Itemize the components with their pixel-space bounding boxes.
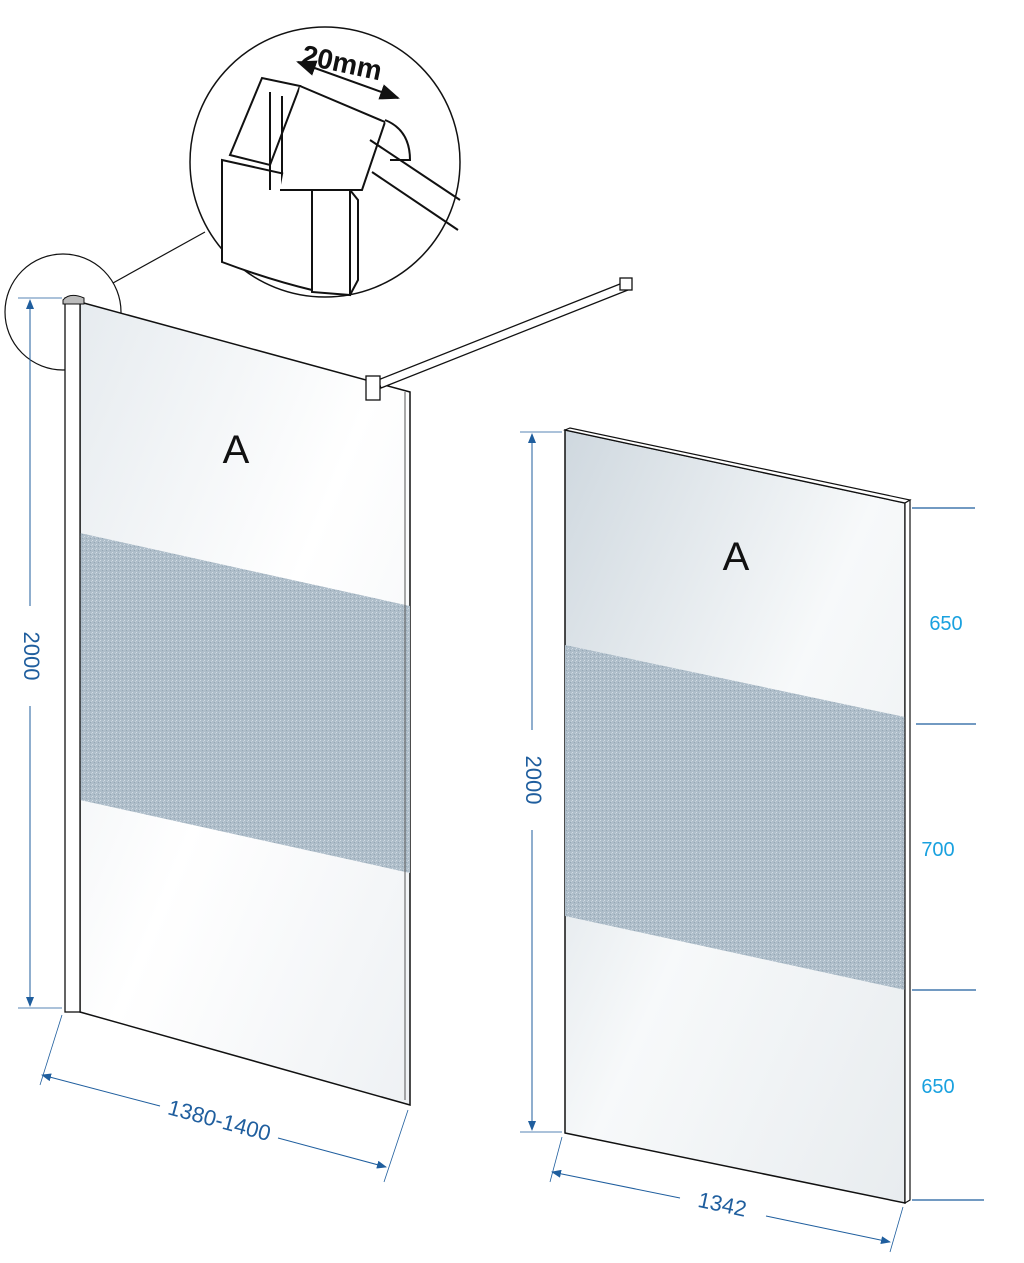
right-panel-label: A bbox=[723, 535, 750, 579]
right-height-label: 2000 bbox=[521, 756, 546, 805]
section-dimensions: 650 700 650 bbox=[912, 507, 984, 1201]
right-glass-panel: A bbox=[562, 427, 912, 1205]
left-height-dimension: 2000 bbox=[18, 297, 62, 1009]
frosted-band bbox=[80, 533, 410, 873]
left-height-label: 2000 bbox=[19, 632, 44, 681]
section-top-label: 650 bbox=[929, 613, 962, 635]
right-width-label: 1342 bbox=[696, 1187, 749, 1222]
stabilizer-bar bbox=[365, 277, 633, 401]
left-glass-panel: A bbox=[62, 277, 633, 1106]
wall-profile bbox=[64, 297, 81, 1013]
section-bottom-label: 650 bbox=[921, 1076, 954, 1098]
section-middle-label: 700 bbox=[921, 839, 954, 861]
left-width-label: 1380-1400 bbox=[165, 1095, 273, 1146]
right-height-dimension: 2000 bbox=[520, 431, 562, 1133]
left-panel-label: A bbox=[223, 428, 250, 472]
frosted-band bbox=[565, 645, 905, 990]
profile-detail-callout: 20mm bbox=[4, 26, 461, 371]
